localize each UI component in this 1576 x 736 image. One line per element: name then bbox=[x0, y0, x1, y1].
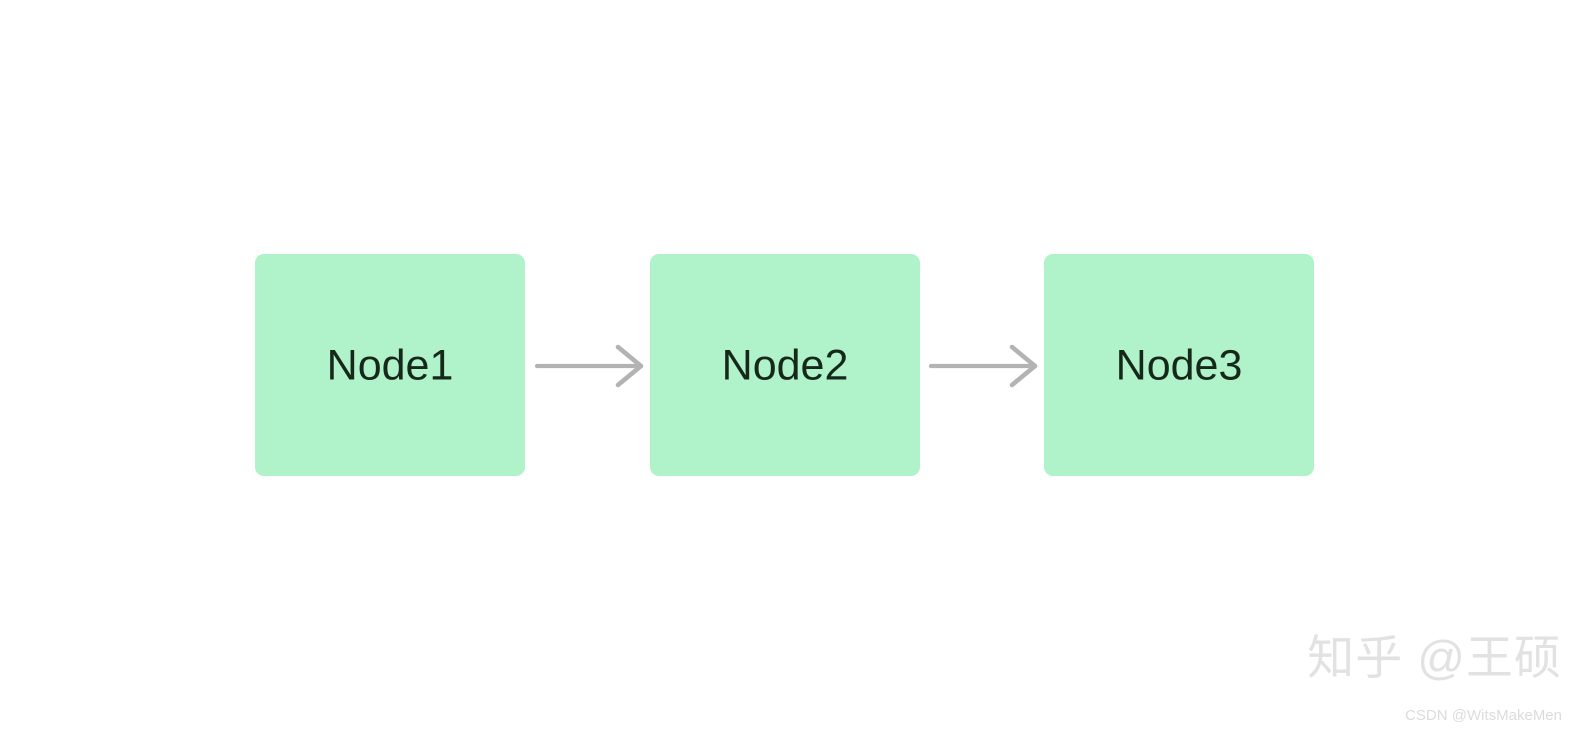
flowchart-node-node3[interactable]: Node3 bbox=[1044, 254, 1314, 476]
node-label-node1: Node1 bbox=[327, 341, 454, 389]
zhihu-watermark: 知乎 @王硕 bbox=[1307, 631, 1562, 684]
node-label-node3: Node3 bbox=[1116, 341, 1243, 389]
node-shape-node3[interactable] bbox=[1044, 254, 1314, 476]
flowchart-edge-node2-node3[interactable] bbox=[928, 344, 1038, 388]
arrowhead-icon-node1-node2 bbox=[615, 344, 644, 388]
arrowhead-icon-node2-node3 bbox=[1009, 344, 1038, 388]
flowchart-edge-node1-node2[interactable] bbox=[534, 344, 644, 388]
flowchart-node-node2[interactable]: Node2 bbox=[650, 254, 920, 476]
node-label-node2: Node2 bbox=[722, 341, 849, 389]
csdn-watermark: CSDN @WitsMakeMen bbox=[1405, 707, 1562, 724]
node-shape-node1[interactable] bbox=[255, 254, 525, 476]
node-shape-node2[interactable] bbox=[650, 254, 920, 476]
flowchart-node-node1[interactable]: Node1 bbox=[255, 254, 525, 476]
